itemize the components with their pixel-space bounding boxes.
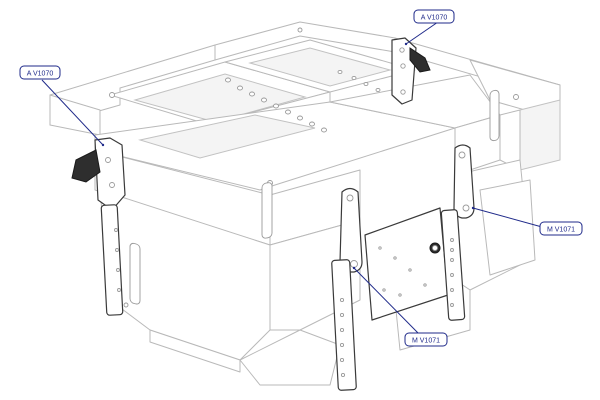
callout-label: A V1070 <box>421 15 448 22</box>
link-bar-bottom <box>331 187 363 391</box>
leader-dot-a-v1070-top <box>404 42 408 46</box>
latch-left <box>71 137 129 316</box>
leader-lines <box>41 21 543 336</box>
callout-a-v1070-top: A V1070 <box>413 9 455 24</box>
leader-m-v1071-right <box>472 207 543 228</box>
leader-m-v1071-bottom <box>353 267 421 336</box>
leader-dot-a-v1070-left <box>101 143 105 147</box>
link-bar-right <box>440 144 475 321</box>
callout-label: M V1071 <box>412 338 440 345</box>
latch-top <box>391 37 431 105</box>
leader-dot-m-v1071-right <box>471 206 475 210</box>
callout-label: M V1071 <box>547 227 575 234</box>
callout-m-v1071-right: M V1071 <box>539 221 583 236</box>
callout-a-v1070-left: A V1070 <box>19 65 61 80</box>
leader-dot-m-v1071-bottom <box>352 266 356 270</box>
callout-label: A V1070 <box>27 71 54 78</box>
leader-a-v1070-left <box>41 79 104 146</box>
mounting-plate <box>364 207 449 321</box>
callout-m-v1071-bottom: M V1071 <box>404 332 448 347</box>
leader-a-v1070-top <box>405 21 439 45</box>
frame-structure <box>49 21 561 386</box>
